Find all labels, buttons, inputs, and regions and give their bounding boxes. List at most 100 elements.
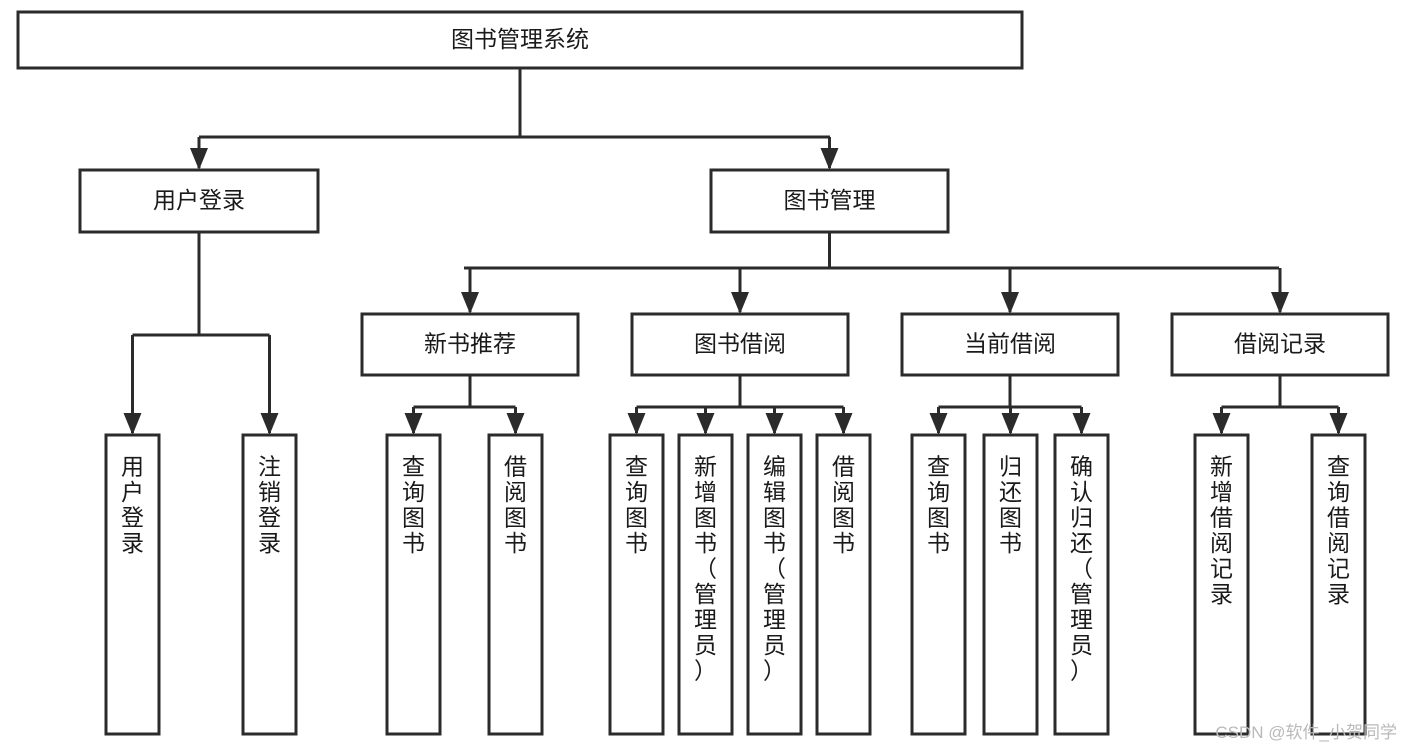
node-leaf-return-book-label-char: 图 (999, 505, 1022, 531)
node-new-book-rec[interactable]: 新书推荐 (360, 312, 580, 377)
node-leaf-borrow-book-bor-box[interactable] (815, 433, 872, 736)
node-book-manage-box[interactable] (709, 168, 950, 234)
node-leaf-query-book-rec-box[interactable] (385, 433, 442, 736)
node-leaf-user-logout-label-char: 销 (258, 479, 281, 505)
node-leaf-query-book-bor-box[interactable] (608, 433, 665, 736)
node-leaf-query-book-rec-label-char: 图 (402, 505, 425, 531)
node-leaf-query-book-bor-label-char: 查 (625, 454, 648, 480)
node-leaf-query-book-bor-label-char: 图 (625, 505, 648, 531)
node-leaf-edit-book-label-char: 书 (763, 530, 786, 556)
node-leaf-query-book-cur-label-char: 书 (927, 530, 950, 556)
arrow-to-user-login-icon (190, 148, 208, 170)
node-book-borrow-box[interactable] (630, 312, 850, 377)
node-root-system-box[interactable] (16, 10, 1024, 70)
arrow-to-borrow-record-icon (1271, 292, 1289, 314)
node-leaf-edit-book-label-char: 图 (763, 505, 786, 531)
node-leaf-edit-book-label-char: 员 (763, 632, 786, 658)
node-leaf-query-book-bor-label-char: 书 (625, 530, 648, 556)
node-leaf-borrow-book-rec-box[interactable] (487, 433, 544, 736)
node-leaf-borrow-book-bor-label-char: 书 (832, 530, 855, 556)
node-leaf-query-record-box[interactable] (1310, 433, 1367, 736)
node-leaf-confirm-return-label-char: （ (1070, 556, 1093, 582)
node-leaf-edit-book-label-char: 管 (763, 581, 786, 607)
arrow-to-leaf-add-book-icon (696, 413, 715, 435)
node-leaf-query-record-label-char: 询 (1327, 479, 1350, 505)
node-leaf-edit-book-box[interactable] (746, 433, 803, 736)
node-leaf-query-record-label-char: 阅 (1327, 530, 1350, 556)
node-leaf-confirm-return-label-char: 还 (1070, 530, 1093, 556)
node-leaf-add-book-label-char: 员 (694, 632, 717, 658)
node-leaf-return-book-label-char: 还 (999, 479, 1022, 505)
node-leaf-user-login-box[interactable] (104, 433, 161, 736)
arrow-to-leaf-user-logout-icon (260, 413, 279, 435)
arrow-to-leaf-query-record-icon (1329, 413, 1348, 435)
node-leaf-user-logout-label-char: 注 (258, 454, 281, 480)
node-leaf-query-book-rec-label-char: 书 (402, 530, 425, 556)
node-current-borrow[interactable]: 当前借阅 (900, 312, 1120, 377)
node-leaf-add-book-box[interactable] (677, 433, 734, 736)
arrow-to-leaf-query-book-rec-icon (404, 413, 423, 435)
node-new-book-rec-label: 新书推荐 (424, 331, 516, 357)
node-leaf-confirm-return-label-char: 确 (1070, 454, 1093, 480)
node-new-book-rec-box[interactable] (360, 312, 580, 377)
node-leaf-user-logout-label-char: 录 (258, 530, 281, 556)
node-leaf-borrow-book-rec-label-char: 阅 (504, 479, 527, 505)
arrow-to-leaf-borrow-book-rec-icon (506, 413, 525, 435)
arrow-to-current-borrow-icon (1001, 292, 1019, 314)
node-current-borrow-box[interactable] (900, 312, 1120, 377)
node-leaf-confirm-return-label-char: 认 (1070, 479, 1093, 505)
node-leaf-add-book-label-char: （ (694, 556, 717, 582)
node-book-borrow-label: 图书借阅 (694, 331, 786, 357)
node-borrow-record-label: 借阅记录 (1234, 331, 1326, 357)
node-leaf-borrow-book-rec-label-char: 图 (504, 505, 527, 531)
node-leaf-edit-book-label-char: （ (763, 556, 786, 582)
node-leaf-add-record-label-char: 录 (1210, 581, 1233, 607)
node-user-login-box[interactable] (78, 168, 320, 234)
node-leaf-add-record-label-char: 增 (1210, 479, 1233, 505)
arrow-to-leaf-confirm-return-icon (1072, 413, 1091, 435)
node-leaf-add-book-label-char: 管 (694, 581, 717, 607)
node-book-manage-label: 图书管理 (784, 187, 876, 213)
node-leaf-edit-book-label-char: 编 (763, 454, 786, 480)
node-leaf-query-book-rec-label-char: 询 (402, 479, 425, 505)
node-user-login[interactable]: 用户登录 (78, 168, 320, 234)
node-leaf-edit-book-label-char: 理 (763, 607, 786, 633)
node-leaf-user-login-label-char: 用 (121, 454, 144, 480)
arrow-to-leaf-edit-book-icon (765, 413, 784, 435)
node-leaf-query-book-cur-box[interactable] (910, 433, 967, 736)
node-root-system-label: 图书管理系统 (451, 26, 589, 52)
arrow-to-leaf-return-book-icon (1001, 413, 1020, 435)
node-leaf-add-record-label-char: 借 (1210, 505, 1233, 531)
node-leaf-user-logout-box[interactable] (241, 433, 298, 736)
node-borrow-record[interactable]: 借阅记录 (1170, 312, 1390, 377)
node-leaf-return-book-label-char: 书 (999, 530, 1022, 556)
node-leaf-user-login-label-char: 登 (121, 505, 144, 531)
node-layer: 图书管理系统用户登录图书管理新书推荐图书借阅当前借阅借阅记录用户登录注销登录查询… (16, 10, 1390, 736)
arrow-to-leaf-query-book-bor-icon (627, 413, 646, 435)
node-root-system[interactable]: 图书管理系统 (16, 10, 1024, 70)
node-leaf-add-record-box[interactable] (1193, 433, 1250, 736)
node-leaf-return-book-box[interactable] (982, 433, 1039, 736)
node-leaf-query-record-label-char: 借 (1327, 505, 1350, 531)
node-book-borrow[interactable]: 图书借阅 (630, 312, 850, 377)
node-book-manage[interactable]: 图书管理 (709, 168, 950, 234)
connector-layer (123, 68, 1348, 435)
node-leaf-user-login[interactable]: 用户登录 (104, 433, 161, 736)
node-leaf-borrow-book-bor-label-char: 阅 (832, 479, 855, 505)
arrow-to-book-manage-icon (820, 148, 839, 170)
node-leaf-confirm-return-box[interactable] (1053, 433, 1110, 736)
node-borrow-record-box[interactable] (1170, 312, 1390, 377)
node-leaf-borrow-book-rec-label-char: 书 (504, 530, 527, 556)
